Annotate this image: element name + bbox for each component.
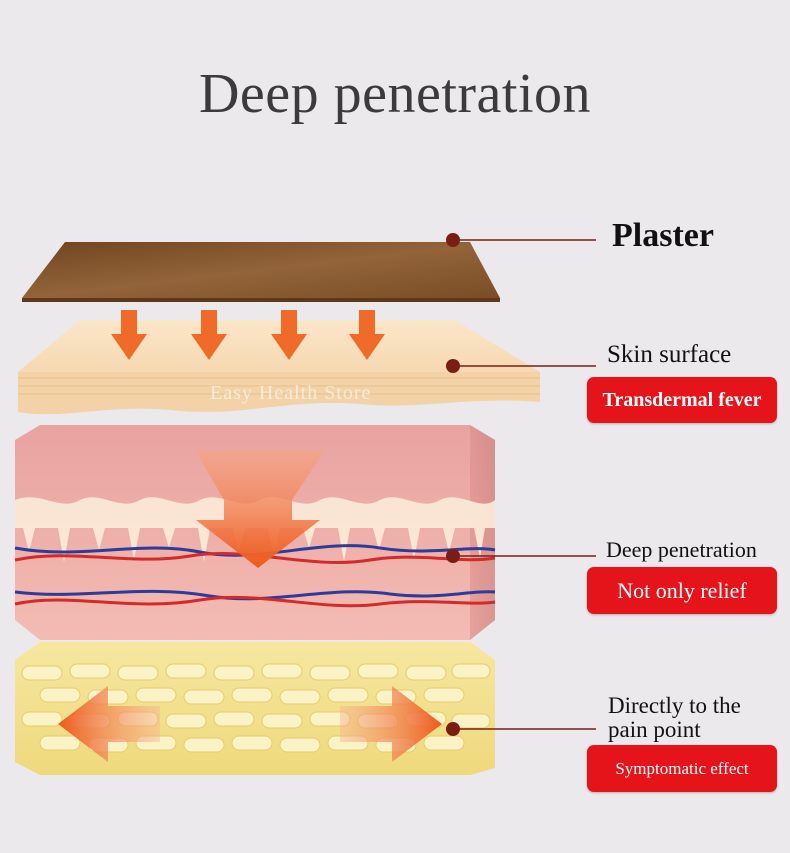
badge-not-only-relief: Not only relief xyxy=(587,567,777,614)
page-title: Deep penetration xyxy=(198,63,592,125)
plaster-layer xyxy=(22,242,500,302)
badge-transdermal-fever: Transdermal fever xyxy=(587,377,777,423)
label-directly-to-pain-point: Directly to the pain point xyxy=(608,694,741,742)
label-deep-penetration: Deep penetration xyxy=(606,537,757,562)
marker-dot-deep xyxy=(446,549,460,563)
label-directly-line2: pain point xyxy=(608,717,701,742)
marker-dot-plaster xyxy=(446,233,460,247)
badge-symptomatic-effect: Symptomatic effect xyxy=(587,745,777,792)
label-skin-surface: Skin surface xyxy=(607,341,732,368)
fat-layer xyxy=(15,642,495,775)
marker-dot-pain xyxy=(446,722,460,736)
label-directly-line1: Directly to the xyxy=(608,693,741,718)
label-plaster: Plaster xyxy=(612,217,714,254)
connectors xyxy=(446,233,596,736)
small-down-arrows xyxy=(111,310,385,360)
left-arrow xyxy=(58,686,160,762)
skin-surface-layer xyxy=(18,310,540,415)
big-down-arrow xyxy=(195,450,325,568)
right-arrow xyxy=(340,686,442,762)
watermark-text: Easy Health Store xyxy=(210,382,372,404)
marker-dot-skin xyxy=(446,359,460,373)
dermis-layer xyxy=(14,425,496,640)
